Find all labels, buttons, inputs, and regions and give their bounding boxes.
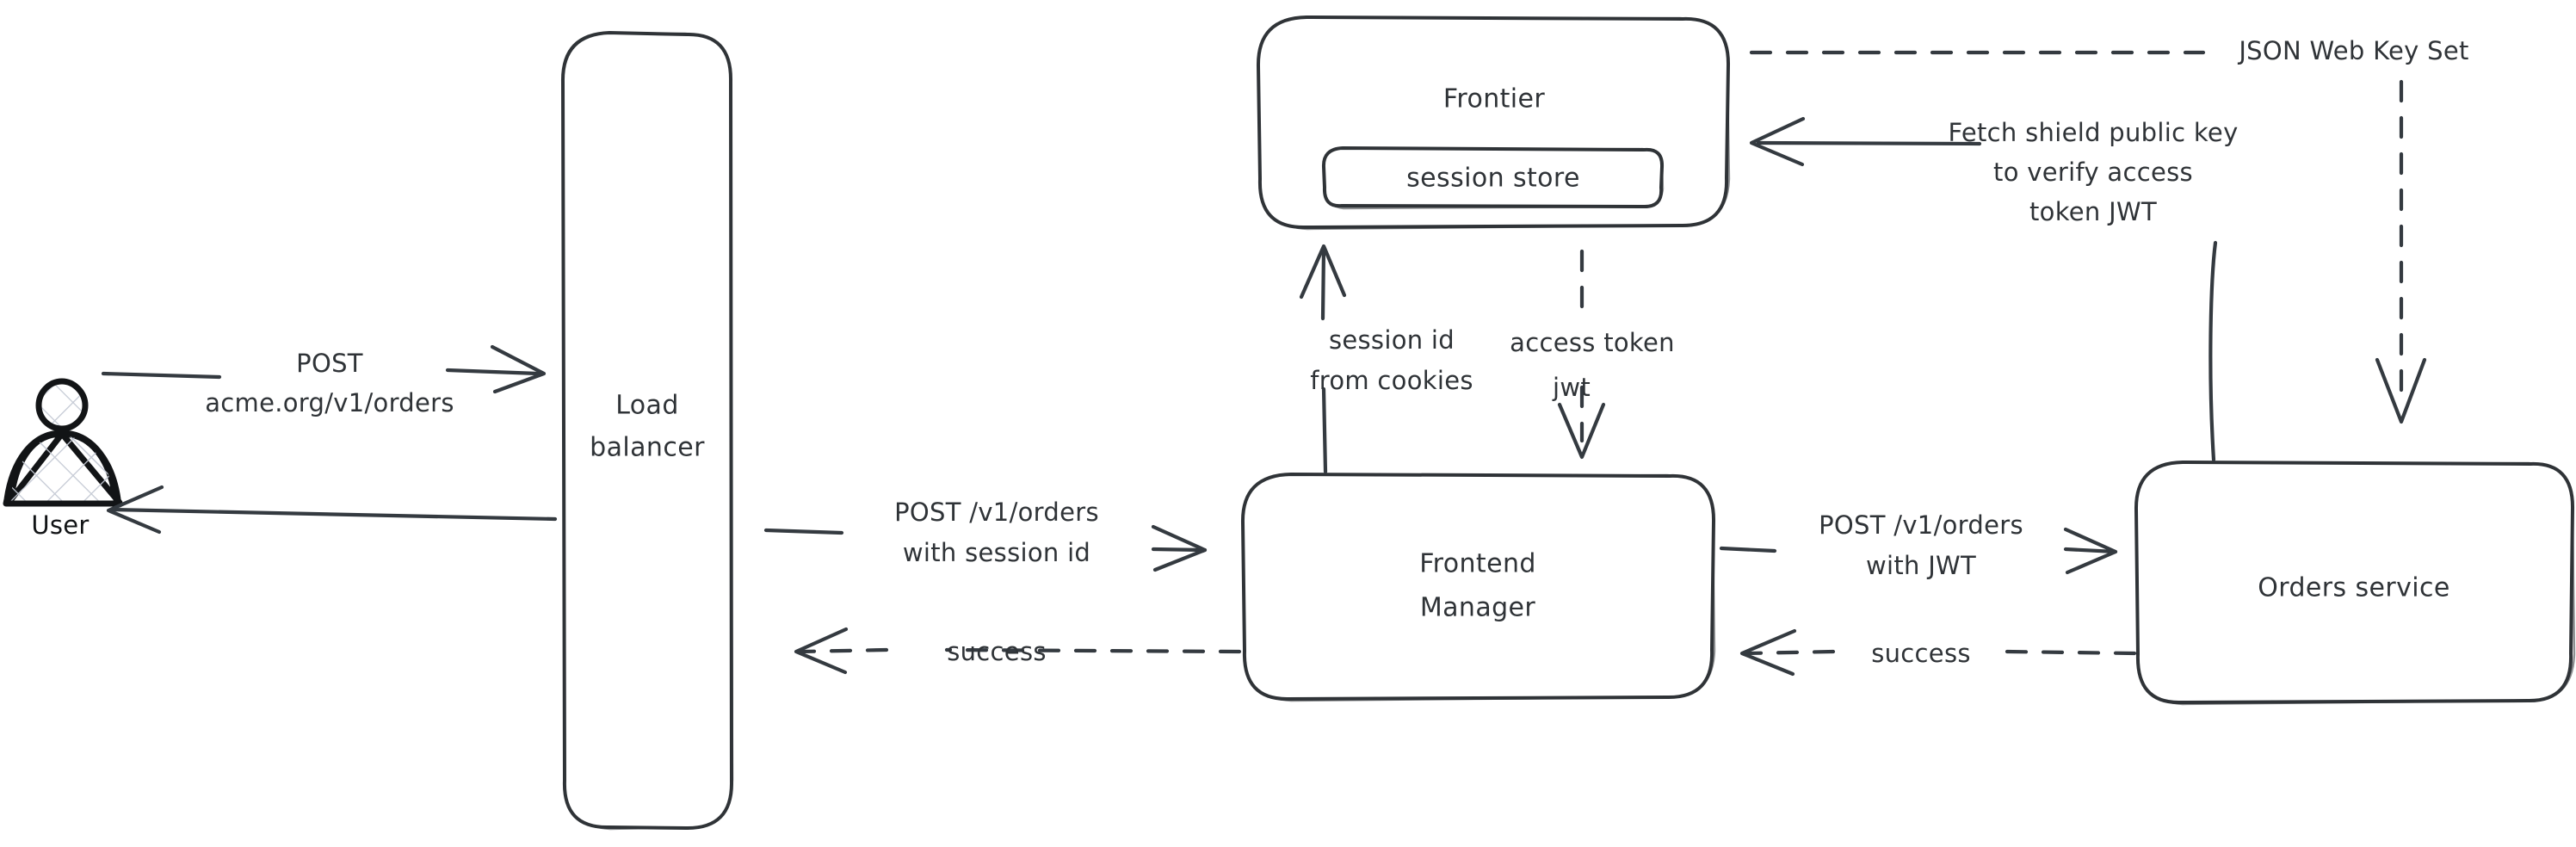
edge-orders-service-to-frontend-manager: success [1739, 628, 2137, 677]
node-orders-service-label: Orders service [2258, 573, 2449, 603]
edge-frontier-to-fm-label-line2: jwt [1552, 373, 1591, 402]
edge-frontier-to-frontend-manager: access token jwt [1510, 249, 1675, 460]
edge-frontend-manager-to-orders-service: POST /v1/orders with JWT [1719, 510, 2118, 580]
node-load-balancer[interactable]: Load balancer [560, 31, 734, 831]
edge-user-to-load-balancer-label-line1: POST [296, 349, 363, 378]
edge-orders-to-frontier-label-line2: to verify access [1993, 158, 2193, 187]
node-frontend-manager[interactable]: Frontend Manager [1240, 473, 1716, 702]
edge-load-balancer-to-user [106, 485, 558, 535]
node-load-balancer-label-line1: Load [615, 391, 679, 421]
edge-fm-to-orders-label-line2: with JWT [1866, 551, 1976, 580]
edge-orders-service-to-frontier: Fetch shield public key to verify access… [1749, 116, 2238, 462]
edge-lb-to-fm-label-line2: with session id [903, 538, 1090, 567]
actor-user-label: User [31, 510, 89, 540]
edge-frontend-manager-to-load-balancer: success [794, 627, 1242, 675]
edge-user-to-load-balancer-label-line2: acme.org/v1/orders [205, 388, 454, 417]
actor-user: User [3, 378, 123, 540]
edge-frontier-to-fm-label-line1: access token [1510, 328, 1675, 357]
edge-load-balancer-to-frontend-manager: POST /v1/orders with session id [763, 498, 1208, 572]
edge-jwks-to-orders-service: JSON Web Key Set [1749, 36, 2468, 424]
edge-fm-to-frontier-label-line1: session id [1329, 325, 1455, 355]
node-frontier[interactable]: Frontier session store [1256, 15, 1731, 231]
edge-fm-to-lb-label: success [947, 637, 1047, 666]
node-orders-service[interactable]: Orders service [2134, 461, 2576, 706]
node-frontier-label: Frontier [1443, 84, 1545, 114]
edge-user-to-load-balancer: POST acme.org/v1/orders [101, 344, 547, 417]
edge-fm-to-frontier-label-line2: from cookies [1310, 366, 1473, 395]
edge-orders-to-fm-label: success [1871, 639, 1971, 668]
node-frontend-manager-label-line1: Frontend [1419, 549, 1536, 579]
node-frontend-manager-label-line2: Manager [1420, 593, 1536, 623]
person-icon [3, 378, 123, 508]
edge-lb-to-fm-label-line1: POST /v1/orders [894, 498, 1099, 527]
edge-orders-to-frontier-label-line1: Fetch shield public key [1948, 118, 2238, 147]
node-session-store[interactable]: session store [1321, 146, 1665, 210]
node-session-store-label: session store [1406, 164, 1580, 194]
edge-orders-to-frontier-label-line3: token JWT [2029, 197, 2157, 226]
node-load-balancer-label-line2: balancer [590, 433, 705, 463]
edge-fm-to-orders-label-line1: POST /v1/orders [1819, 510, 2023, 540]
edge-jwks-label: JSON Web Key Set [2237, 36, 2468, 65]
edge-frontend-manager-to-frontier: session id from cookies [1299, 244, 1473, 474]
